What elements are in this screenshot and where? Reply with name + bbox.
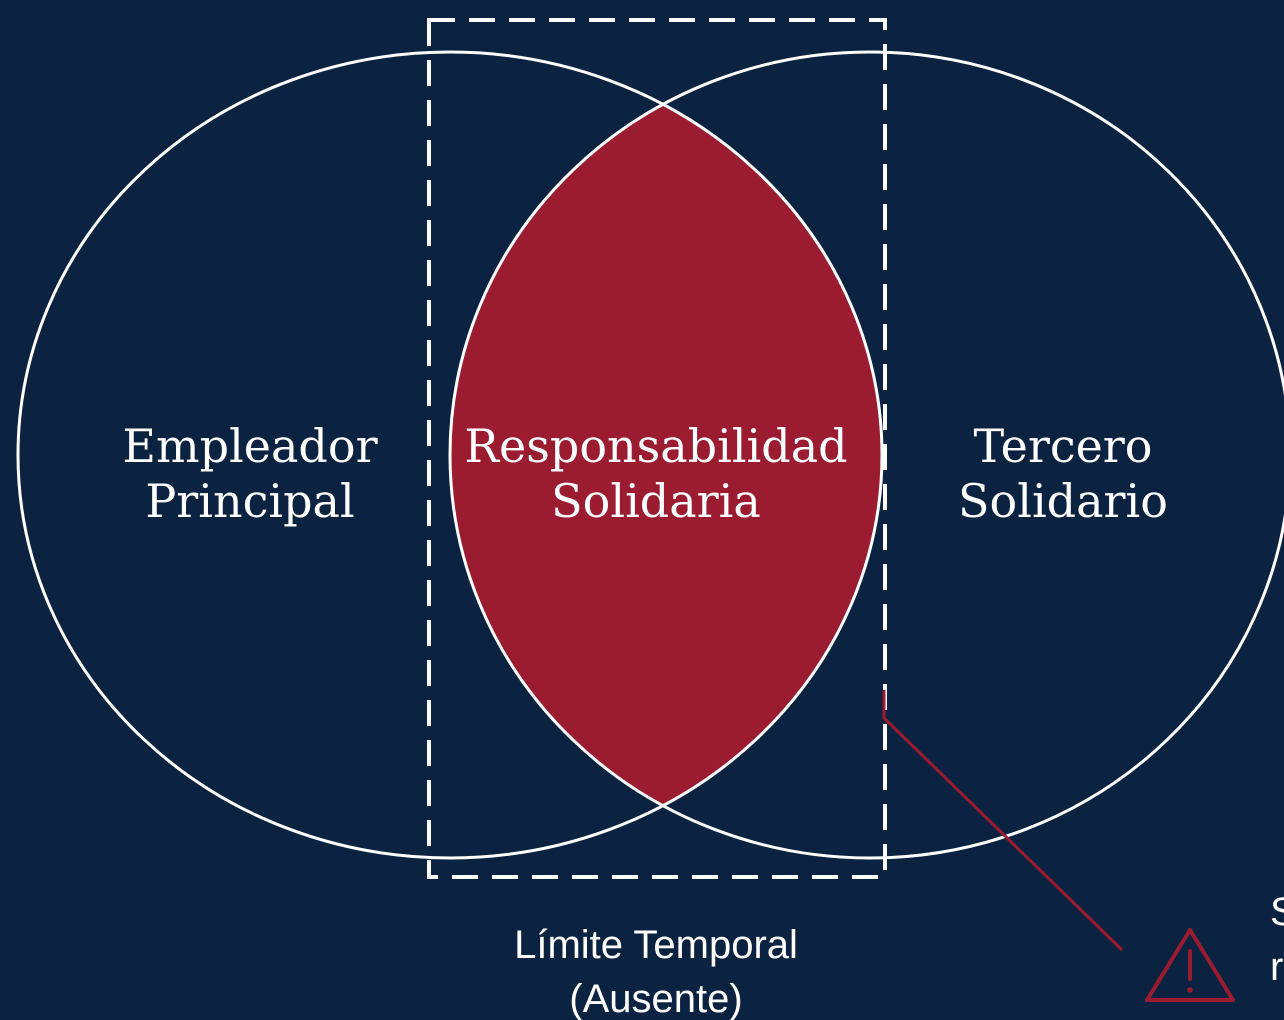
boundary-label-line1: Límite Temporal: [514, 923, 798, 967]
temporal-boundary-box: [427, 18, 887, 879]
warning-triangle-icon: [1145, 928, 1235, 1002]
intersection-label-line1: Responsabilidad: [464, 419, 847, 473]
callout-text-line1: S: [1270, 890, 1284, 934]
intersection-label-line2: Solidaria: [551, 474, 761, 528]
callout-text-line2: r: [1270, 945, 1283, 989]
intersection-region: [450, 52, 882, 858]
right-set-circle: [448, 50, 1284, 860]
left-set-label-line1: Empleador: [122, 419, 377, 473]
callout-connector-line: [882, 690, 1124, 952]
right-set-label-line1: Tercero: [974, 419, 1153, 473]
boundary-label-line2: (Ausente): [569, 977, 742, 1020]
left-set-circle: [16, 50, 884, 860]
right-set-label-line2: Solidario: [958, 474, 1168, 528]
left-set-label-line2: Principal: [145, 474, 354, 528]
